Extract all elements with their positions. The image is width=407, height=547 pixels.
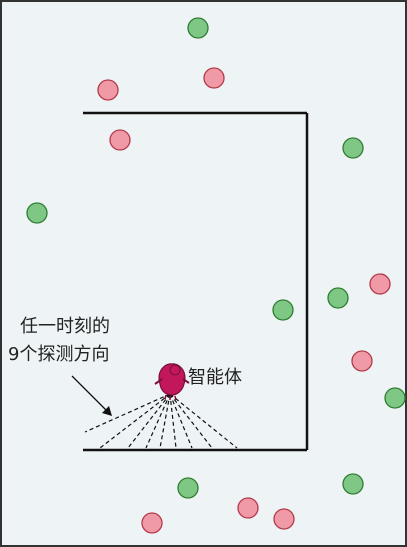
label-directions-line2: 9个探测方向 — [8, 344, 109, 365]
agent-arm-left — [154, 378, 163, 385]
pink-item — [203, 67, 225, 89]
arrow-head — [102, 406, 112, 416]
green-item — [342, 137, 364, 159]
probe-ray — [169, 393, 193, 449]
probe-ray — [169, 393, 238, 449]
agent-feet — [164, 394, 177, 401]
green-item — [384, 387, 406, 409]
label-directions-line1: 任一时刻的 — [20, 316, 110, 337]
probe-ray — [145, 393, 171, 449]
pink-item — [351, 350, 373, 372]
arrow-shaft — [71, 375, 109, 413]
green-item — [26, 202, 48, 224]
annotation-arrow — [71, 375, 112, 416]
pink-item — [369, 273, 391, 295]
agent — [154, 363, 190, 401]
probe-rays — [84, 393, 238, 449]
pink-item — [273, 508, 295, 530]
pink-item — [97, 79, 119, 101]
green-item — [177, 477, 199, 499]
probe-ray — [159, 393, 171, 449]
probe-ray — [169, 393, 213, 449]
pink-item — [237, 497, 259, 519]
agent-arm-right — [182, 378, 190, 384]
pink-items — [97, 67, 391, 534]
green-item — [187, 17, 209, 39]
green-item — [327, 287, 349, 309]
probe-ray — [84, 393, 171, 433]
green-items — [26, 17, 406, 499]
probe-ray — [169, 393, 177, 449]
pink-item — [109, 129, 131, 151]
green-item — [342, 473, 364, 495]
probe-ray — [99, 393, 171, 449]
agent-head — [169, 364, 181, 376]
probe-ray — [127, 393, 171, 449]
label-agent: 智能体 — [188, 367, 242, 388]
pink-item — [141, 512, 163, 534]
walls — [83, 111, 309, 452]
green-item — [272, 299, 294, 321]
